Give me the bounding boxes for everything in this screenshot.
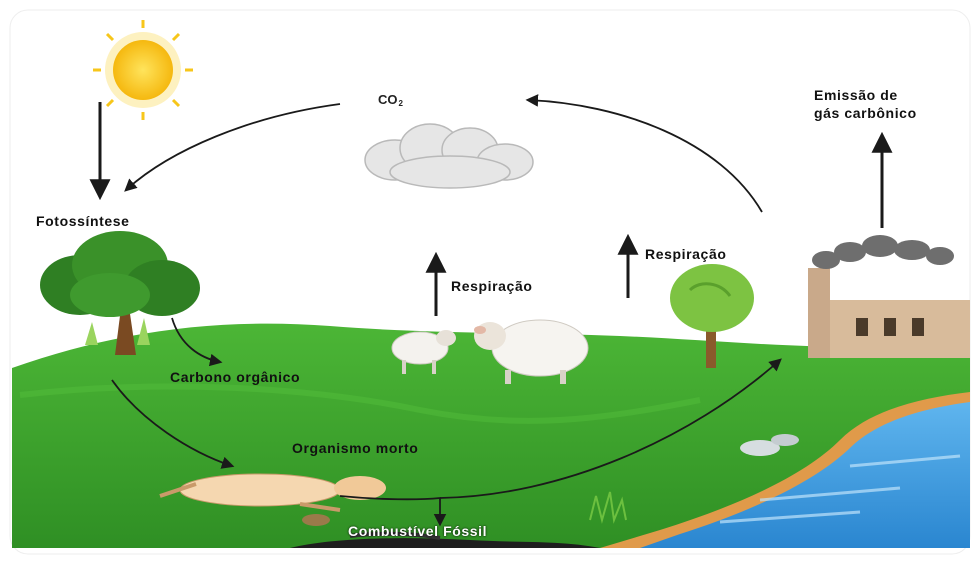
arrow-tree-to-organic-carbon	[171, 317, 223, 367]
respiration-plants-label: Respiração	[645, 246, 727, 262]
emission-label-line2: gás carbônico	[814, 105, 917, 121]
fossil-fuel-label: Combustível Fóssil	[348, 523, 488, 539]
arrow-respiration-to-co2	[525, 94, 763, 213]
small-tree-icon	[670, 264, 754, 368]
dead-organism-label: Organismo morto	[292, 440, 419, 456]
organic-carbon-label: Carbono orgânico	[170, 369, 301, 385]
arrow-fossil-to-plant	[439, 358, 782, 499]
dead-animal-icon	[159, 473, 386, 526]
respiration-animals-label: Respiração	[451, 278, 533, 294]
sun-icon	[93, 20, 193, 120]
co2-label: CO2	[378, 92, 403, 108]
tree-icon	[40, 231, 200, 355]
smoke-icon	[812, 235, 954, 269]
emission-label-line1: Emissão de	[814, 87, 898, 103]
cloud-icon	[364, 123, 534, 189]
sheep-icon	[391, 319, 589, 384]
arrows	[89, 94, 893, 527]
fossil-fuel-deposit	[290, 538, 600, 548]
arrow-to-fossil-fuel	[339, 495, 447, 527]
photosynthesis-label: Fotossíntese	[36, 213, 130, 229]
co2-subscript: 2	[398, 99, 403, 108]
arrow-co2-to-photosynthesis	[124, 103, 341, 192]
arrow-to-dead-organism	[111, 379, 235, 469]
river-icon	[600, 392, 970, 548]
factory-icon	[808, 268, 970, 358]
